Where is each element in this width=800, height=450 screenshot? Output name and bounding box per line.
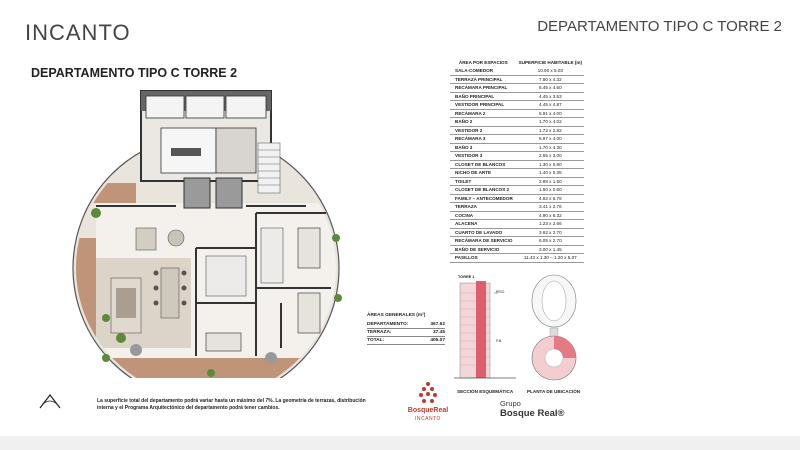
location-caption: PLANTA DE UBICACIÓN: [527, 389, 581, 394]
location-plan: [524, 273, 586, 383]
location-plan-drawing: [531, 274, 577, 381]
bosque-real-logo-text: BosqueReal: [407, 407, 449, 414]
general-areas-title: ÁREAS GENERALES (m²): [367, 313, 426, 318]
incanto-logo-text: INCANTO: [415, 416, 441, 422]
table-header-space: ÁREA POR ESPACIOS: [458, 60, 508, 65]
plan-title: DEPARTAMENTO TIPO C TORRE 2: [31, 66, 238, 80]
flower-logo-icon: [419, 382, 437, 403]
general-areas: ÁREAS GENERALES (m²) DEPARTAMENTO:367.62…: [367, 313, 445, 345]
areas-row-apartment: DEPARTAMENTO:367.62: [367, 322, 445, 329]
floor-label: PISO: [496, 290, 505, 294]
table-header-surface: SUPERFICIE HABITABLE (m): [518, 60, 583, 65]
tower-section-drawing: [454, 281, 516, 379]
grupo-bosque-real-logo: Grupo Bosque Real®: [500, 399, 580, 421]
areas-row-total: TOTAL:405.07: [367, 338, 445, 345]
section-caption: SECCIÓN ESQUEMÁTICA: [457, 389, 514, 394]
slide-bottom-strip: [0, 436, 800, 450]
brand-title: INCANTO: [25, 20, 131, 45]
areas-row-terrace: TERRAZA:37.45: [367, 330, 445, 337]
bosque-real-incanto-logo: BosqueReal INCANTO: [402, 381, 454, 426]
grupo-name-text: Bosque Real®: [500, 408, 565, 419]
page-title: DEPARTAMENTO TIPO C TORRE 2: [537, 18, 782, 35]
grupo-text: Grupo: [500, 399, 521, 408]
level-label: P.B.: [496, 339, 503, 343]
north-arrow-icon: [39, 394, 61, 409]
tower-label: TORRE 1: [458, 275, 475, 279]
area-table: ÁREA POR ESPACIOS SUPERFICIE HABITABLE (…: [450, 60, 584, 263]
disclaimer-text: La superficie total del departamento pod…: [97, 398, 366, 411]
schematic-section: TORRE 1 PISO P.B.: [454, 273, 516, 383]
floor-plan: [72, 90, 342, 378]
